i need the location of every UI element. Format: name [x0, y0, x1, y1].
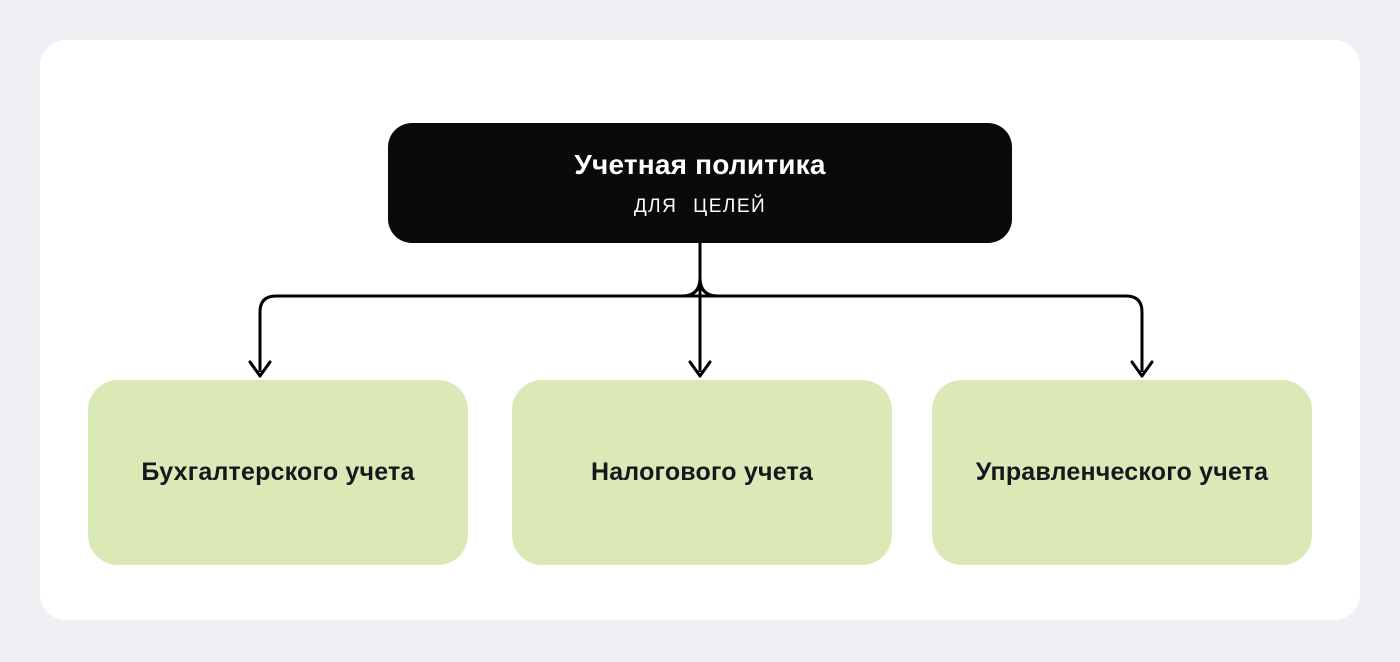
root-node-accounting-policy: Учетная политика ДЛЯ ЦЕЛЕЙ — [388, 123, 1012, 243]
child-node-management: Управленческого учета — [932, 380, 1312, 565]
root-node-subtitle: ДЛЯ ЦЕЛЕЙ — [633, 195, 767, 217]
child-node-tax: Налогового учета — [512, 380, 892, 565]
child-node-label: Управленческого учета — [975, 458, 1269, 486]
root-node-title: Учетная политика — [574, 148, 826, 180]
child-node-label: Бухгалтерского учета — [141, 458, 415, 486]
child-node-label: Налогового учета — [590, 458, 814, 486]
child-node-bookkeeping: Бухгалтерского учета — [88, 380, 468, 565]
